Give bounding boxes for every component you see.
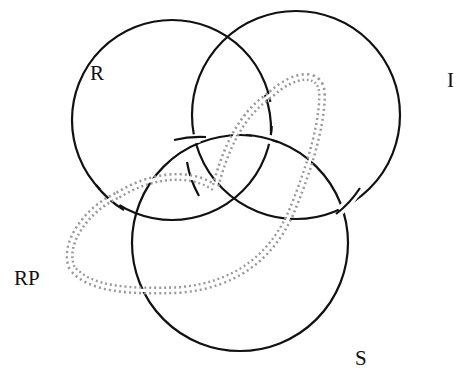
rp-ring: [70, 77, 322, 291]
ring-label: S: [355, 348, 367, 369]
over-arc: [246, 135, 278, 142]
rings: [72, 11, 400, 351]
rp-core: [70, 77, 322, 291]
over-arc: [174, 137, 206, 140]
ring-label: RP: [14, 268, 40, 289]
ring-i: [192, 11, 400, 219]
over-arc: [336, 188, 360, 214]
ring-label: R: [90, 63, 104, 84]
ring-s: [132, 135, 348, 351]
rp-hatch: [70, 77, 322, 291]
ring-label: I: [447, 70, 454, 91]
